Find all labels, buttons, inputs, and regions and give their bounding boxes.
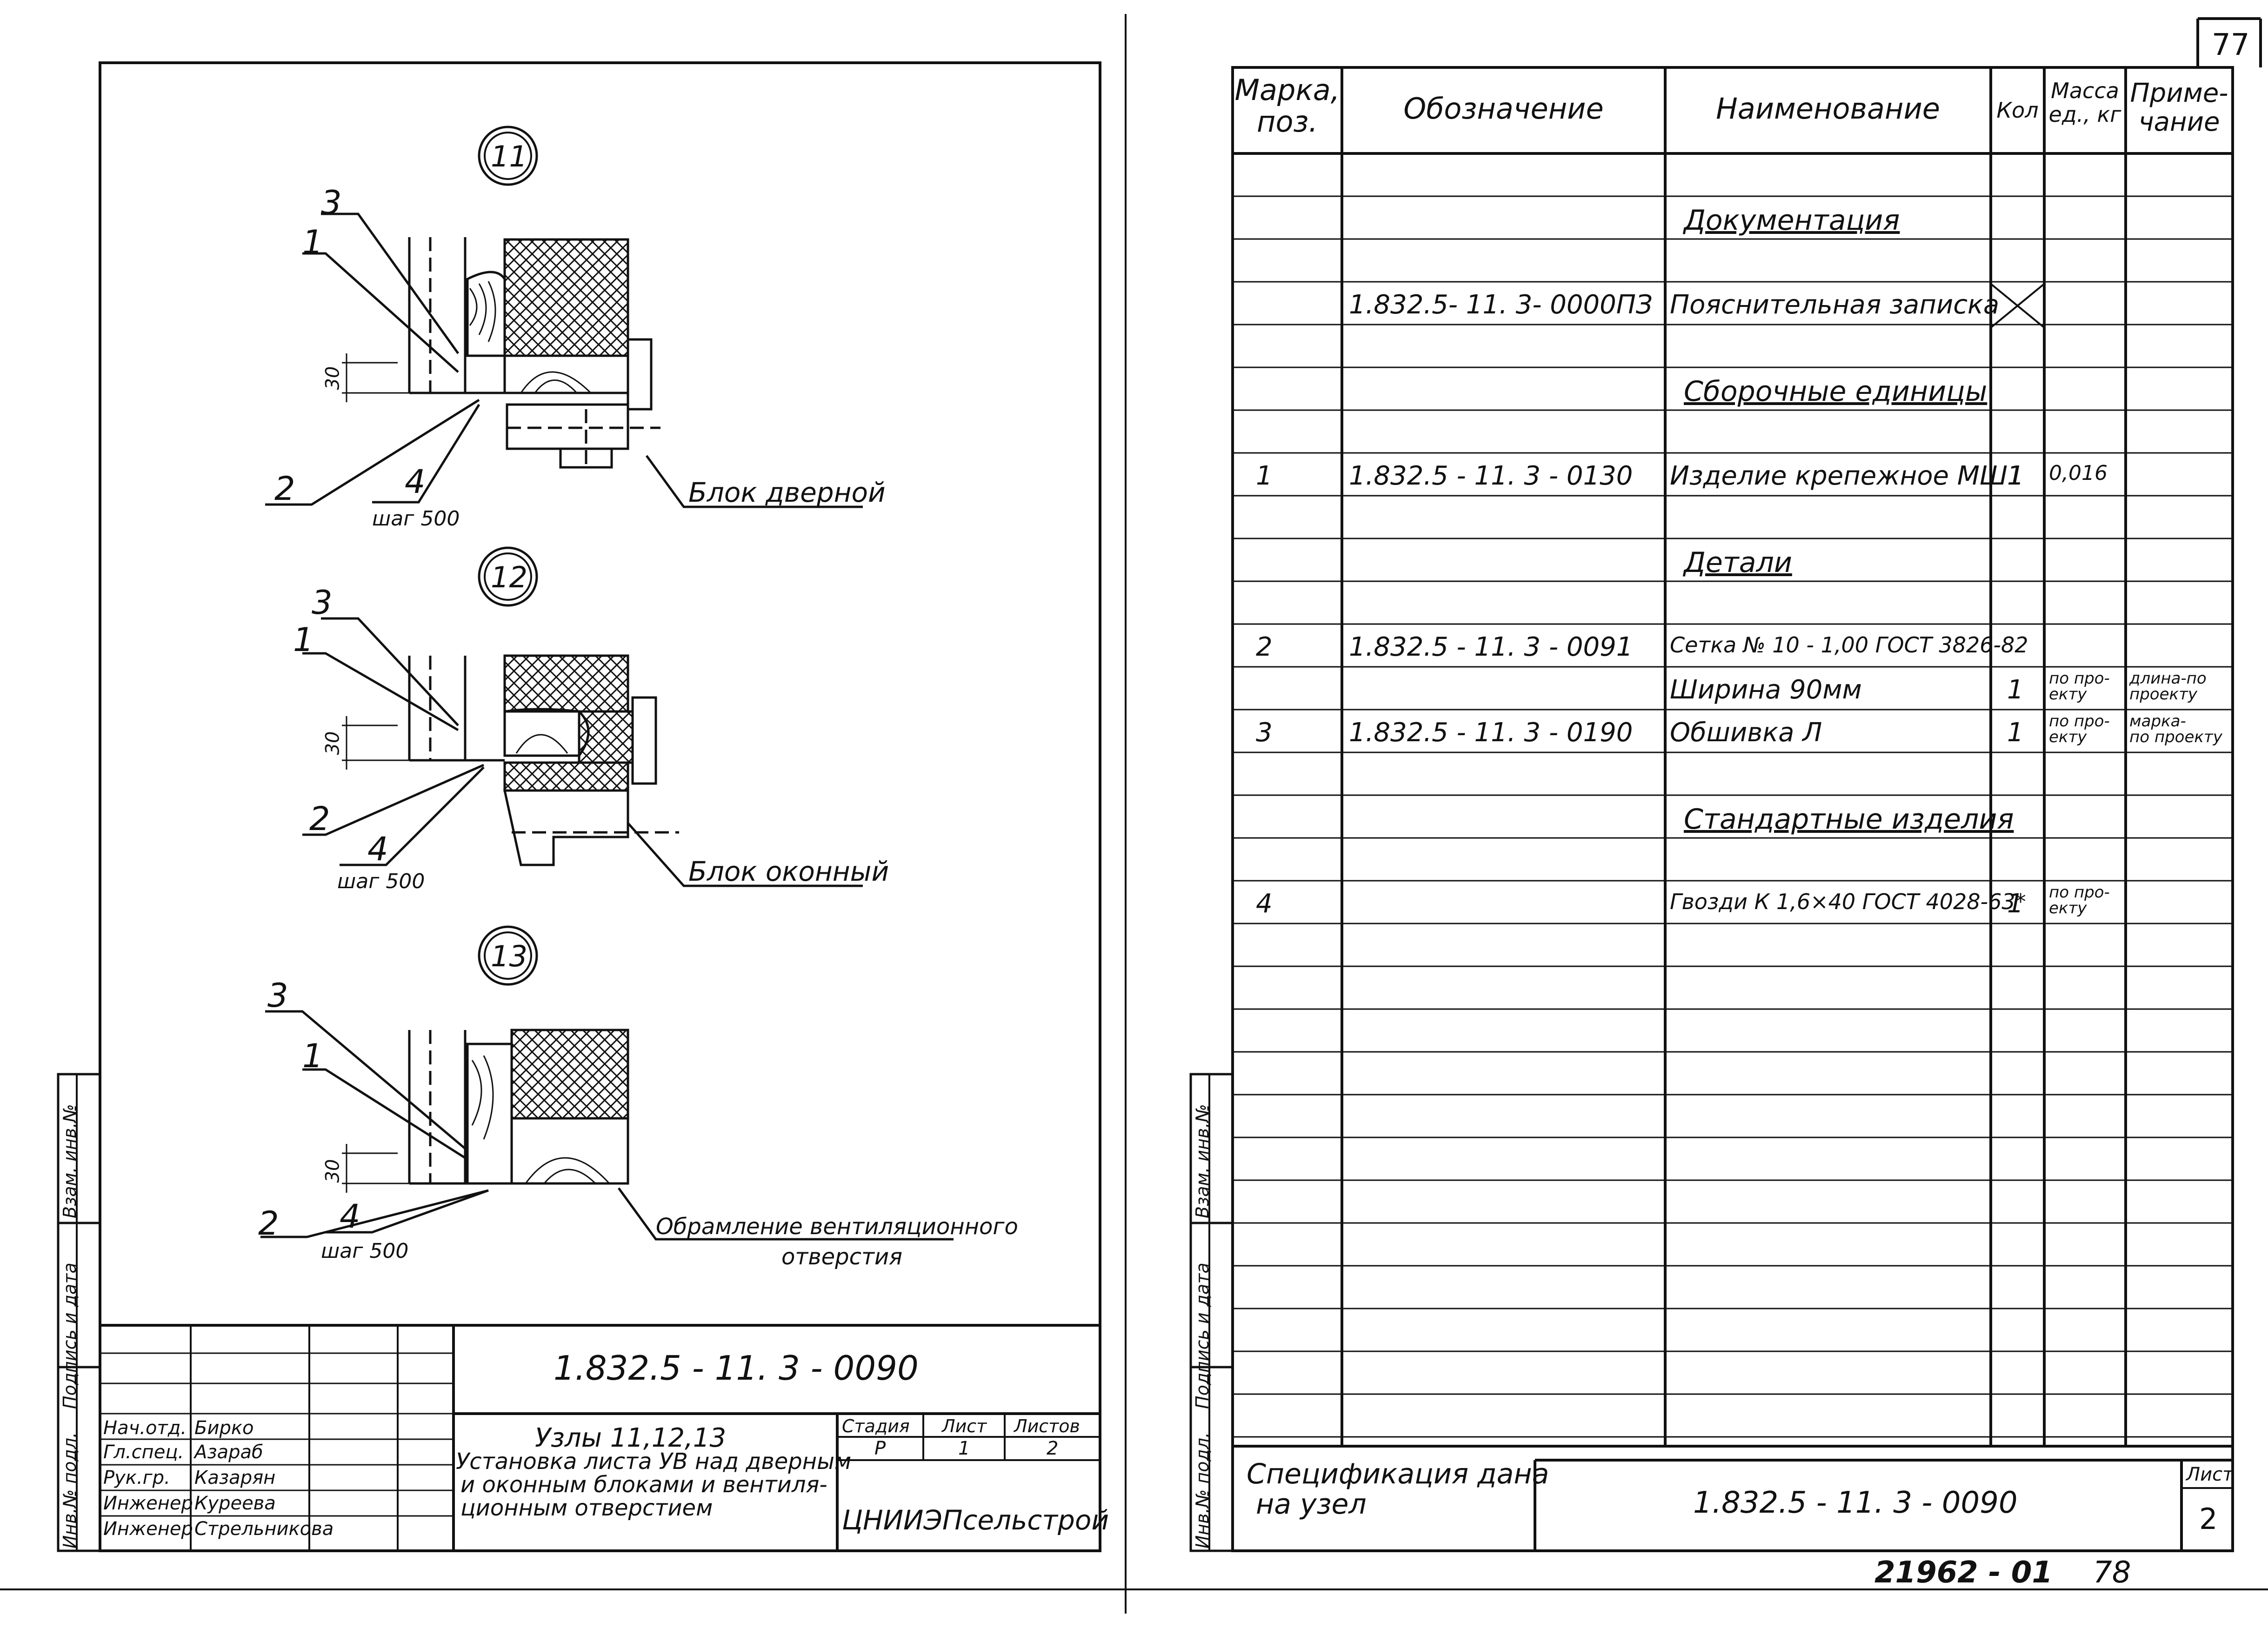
role-person: Стрельникова	[194, 1518, 334, 1540]
cell-pos: 3	[1256, 718, 1273, 748]
left-stamp-replace: Взам. инв.№	[60, 1104, 80, 1218]
footer-sheet-number: 2	[2199, 1502, 2218, 1536]
node-12-step: шаг 500	[337, 870, 425, 893]
cell-mass: по про- екту	[2049, 669, 2110, 704]
cell-name: Гвозди К 1,6×40 ГОСТ 4028-63*	[1670, 889, 2026, 914]
role-title: Инженер	[103, 1493, 193, 1514]
node-11-label-2: 2	[274, 470, 295, 508]
role-title: Инженер	[103, 1518, 193, 1540]
stage-value: Р	[874, 1438, 886, 1459]
sheets-value: 2	[1047, 1438, 1059, 1459]
header-note: Приме- чание	[2130, 78, 2228, 137]
node-12-dimension: 30	[322, 731, 344, 755]
cell-qty: 1	[2007, 718, 2024, 748]
left-stamp-sign: Подпись и дата	[60, 1263, 80, 1409]
right-stamp-replace: Взам. инв.№	[1192, 1104, 1213, 1218]
role-title: Рук.гр.	[103, 1467, 170, 1488]
role-person: Куреева	[194, 1493, 276, 1514]
node-11-number: 11	[491, 140, 527, 173]
node-13-label-3: 3	[267, 977, 288, 1015]
cell-name: Изделие крепежное МШ1	[1670, 461, 2024, 491]
node-13-number: 13	[491, 939, 527, 973]
title-block-title-3: и оконным блоками и вентиля-	[460, 1472, 827, 1498]
sheet-header: Лист	[942, 1416, 987, 1436]
cell-name: Детали	[1684, 546, 1792, 579]
node-12-label-2: 2	[309, 800, 330, 838]
role-person: Казарян	[194, 1467, 276, 1488]
node-13-label-1: 1	[302, 1037, 323, 1075]
node-11-label-1: 1	[302, 223, 323, 261]
node-12-label-4: 4	[367, 830, 388, 868]
node-11-block-label: Блок дверной	[688, 477, 886, 508]
right-stamp-sign: Подпись и дата	[1192, 1263, 1213, 1409]
node-11-dimension: 30	[322, 366, 344, 390]
cell-pos: 2	[1256, 632, 1273, 662]
archive-suffix: 78	[2093, 1555, 2131, 1590]
cell-name: Обшивка Л	[1670, 718, 1822, 748]
footer-caption-1: Спецификация дана	[1247, 1458, 1549, 1490]
header-designation: Обозначение	[1403, 92, 1604, 126]
cell-name: Документация	[1684, 204, 1900, 237]
header-name: Наименование	[1716, 92, 1940, 126]
node-13-block-label-2: отверстия	[781, 1244, 903, 1270]
cell-designation: 1.832.5 - 11. 3 - 0190	[1349, 718, 1633, 748]
role-person: Азараб	[194, 1442, 263, 1463]
stage-header: Стадия	[842, 1416, 910, 1436]
node-13-label-2: 2	[258, 1204, 279, 1243]
header-mass: Масса ед., кг	[2048, 78, 2121, 127]
footer-sheet-label: Лист	[2186, 1464, 2234, 1485]
node-13-step: шаг 500	[321, 1239, 409, 1263]
title-block-code: 1.832.5 - 11. 3 - 0090	[554, 1349, 919, 1388]
role-title: Нач.отд.	[103, 1417, 187, 1439]
title-block-title-4: ционным отверстием	[460, 1495, 713, 1521]
node-12-label-1: 1	[293, 621, 314, 659]
node-13-block-label: Обрамление вентиляционного	[656, 1214, 1018, 1240]
title-block-title-1: Узлы 11,12,13	[535, 1423, 727, 1453]
cell-name: Сетка № 10 - 1,00 ГОСТ 3826-82	[1670, 632, 2028, 658]
header-qty: Кол	[1996, 98, 2039, 123]
cell-designation: 1.832.5 - 11. 3 - 0130	[1349, 461, 1633, 491]
archive-number: 21962 - 01	[1874, 1555, 2053, 1590]
cell-pos: 1	[1256, 461, 1273, 491]
left-stamp-inv: Инв.№ подл.	[60, 1432, 80, 1548]
header-mark: Марка, поз.	[1234, 73, 1340, 139]
cell-mass: 0,016	[2049, 461, 2108, 485]
organization: ЦНИИЭПсельстрой	[842, 1504, 1109, 1536]
cell-name: Ширина 90мм	[1670, 675, 1862, 705]
role-title: Гл.спец.	[103, 1442, 184, 1463]
right-stamp-inv: Инв.№ подл.	[1192, 1432, 1213, 1548]
node-12-label-3: 3	[312, 584, 333, 622]
cell-qty: 1	[2007, 461, 2024, 491]
cell-qty: 1	[2007, 889, 2024, 919]
page-number: 77	[2212, 28, 2250, 62]
node-13-label-4: 4	[340, 1197, 360, 1236]
cell-mass: по про- екту	[2049, 883, 2110, 917]
cell-name: Пояснительная записка	[1670, 290, 2000, 320]
sheet-value: 1	[958, 1438, 970, 1459]
cell-note: длина-по проекту	[2129, 669, 2207, 704]
cell-pos: 4	[1256, 889, 1273, 919]
cell-note: марка- по проекту	[2129, 712, 2222, 746]
cell-qty: 1	[2007, 675, 2024, 705]
node-11-label-4: 4	[405, 463, 426, 501]
role-person: Бирко	[194, 1417, 254, 1439]
node-11-label-3: 3	[321, 184, 342, 222]
footer-code: 1.832.5 - 11. 3 - 0090	[1693, 1486, 2018, 1520]
cell-designation: 1.832.5 - 11. 3 - 0091	[1349, 632, 1633, 662]
footer-caption-2: на узел	[1256, 1488, 1367, 1521]
cell-name: Стандартные изделия	[1684, 803, 2014, 836]
title-block-title-2: Установка листа УВ над дверным	[456, 1449, 852, 1475]
node-12-number: 12	[491, 560, 527, 594]
sheets-header: Листов	[1014, 1416, 1080, 1436]
cell-mass: по про- екту	[2049, 712, 2110, 746]
node-13-dimension: 30	[322, 1159, 344, 1183]
cell-name: Сборочные единицы	[1684, 375, 1988, 408]
node-12-block-label: Блок оконный	[688, 856, 889, 887]
cell-designation: 1.832.5- 11. 3- 0000ПЗ	[1349, 290, 1653, 320]
node-11-step: шаг 500	[372, 507, 460, 531]
